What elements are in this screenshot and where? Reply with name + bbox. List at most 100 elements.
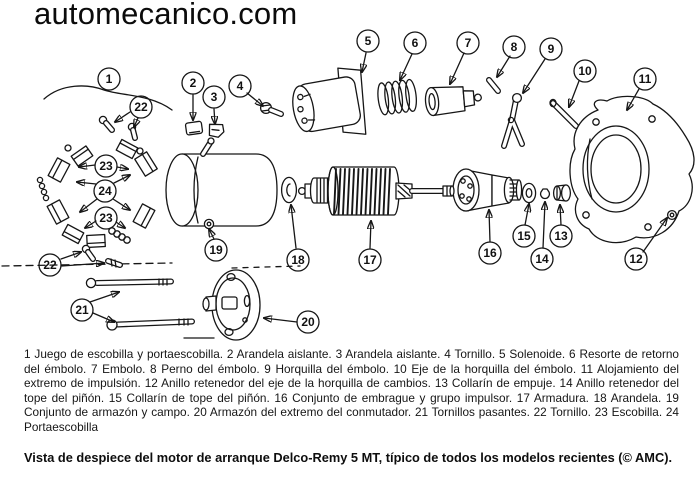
leader-arrow-26	[370, 221, 371, 249]
callout-14-22: 14	[530, 247, 554, 271]
leader-arrow-31	[642, 218, 667, 253]
solenoid-drawing	[292, 67, 367, 135]
callout-10-10: 10	[573, 59, 597, 83]
washer-18-drawing	[280, 176, 298, 204]
leader-arrow-28	[525, 204, 529, 226]
leader-arrow-30	[560, 205, 561, 226]
callout-12-24: 12	[624, 247, 648, 271]
site-title: automecanico.com	[34, 0, 298, 31]
retainer-14-drawing	[539, 188, 551, 200]
svg-text:15: 15	[517, 229, 531, 243]
callout-13-23: 13	[549, 224, 573, 248]
callout-15-21: 15	[512, 224, 536, 248]
leader-arrow-20	[60, 252, 81, 260]
leader-arrow-23	[92, 312, 114, 322]
brush-group-brace	[43, 85, 173, 111]
callout-18-18: 18	[286, 248, 310, 272]
svg-text:16: 16	[483, 246, 497, 260]
svg-text:9: 9	[548, 42, 555, 56]
leader-arrow-15	[113, 175, 130, 184]
callout-9-9: 9	[539, 37, 563, 61]
leader-arrow-27	[489, 210, 490, 243]
leader-arrow-13	[116, 167, 128, 169]
drive-end-housing-drawing	[569, 95, 695, 244]
svg-text:3: 3	[211, 90, 218, 104]
callout-21-16: 21	[70, 298, 94, 322]
plunger-drawing	[424, 86, 482, 117]
leader-arrow-29	[543, 202, 545, 249]
callout-20-25: 20	[296, 310, 320, 334]
svg-text:17: 17	[363, 253, 377, 267]
callout-16-20: 16	[478, 241, 502, 265]
callout-1-0: 1	[97, 67, 121, 91]
leader-arrow-4	[246, 92, 263, 106]
svg-text:7: 7	[465, 36, 472, 50]
svg-text:23: 23	[99, 159, 113, 173]
exploded-view-diagram: 1222345678910112324232221191817161514131…	[1, 29, 695, 341]
callout-4-4: 4	[228, 74, 252, 98]
leader-arrow-22	[89, 292, 119, 303]
svg-text:24: 24	[98, 184, 112, 198]
callout-8-8: 8	[502, 35, 526, 59]
leader-arrow-1	[134, 117, 138, 127]
armature-drawing	[297, 166, 455, 216]
svg-text:14: 14	[535, 252, 549, 266]
leader-arrow-7	[450, 52, 465, 84]
leader-arrow-10	[569, 80, 580, 107]
diagram-caption: Vista de despiece del motor de arranque …	[24, 450, 673, 465]
leader-arrow-5	[362, 52, 366, 72]
leader-arrow-24	[209, 229, 214, 240]
insulator-washer-2-drawing	[184, 120, 204, 136]
svg-text:21: 21	[75, 303, 89, 317]
svg-text:5: 5	[365, 34, 372, 48]
callout-11-11: 11	[633, 67, 657, 91]
callout-17-19: 17	[358, 248, 382, 272]
leader-arrow-6	[400, 53, 413, 80]
callout-24-13: 24	[93, 179, 117, 203]
svg-text:19: 19	[209, 243, 223, 257]
leader-arrow-21	[61, 263, 104, 266]
leader-arrow-9	[523, 58, 546, 93]
brush-assembly-drawing	[36, 138, 158, 249]
field-frame-drawing	[165, 137, 278, 230]
callout-5-5: 5	[356, 29, 380, 53]
leader-arrow-0	[115, 111, 131, 122]
svg-text:4: 4	[237, 79, 244, 93]
leader-arrow-8	[497, 55, 511, 77]
leader-arrow-3	[214, 108, 215, 124]
screw-4-drawing	[259, 101, 284, 117]
through-bolts-drawing	[85, 277, 195, 331]
parts-list: 1 Juego de escobilla y portaescobilla. 2…	[24, 347, 679, 434]
svg-text:6: 6	[412, 36, 419, 50]
fork-shaft-drawing	[549, 98, 579, 129]
svg-text:23: 23	[99, 211, 113, 225]
screws-22-bottom-drawing	[81, 244, 123, 268]
insulator-washer-3-drawing	[208, 123, 225, 138]
leader-arrow-25	[291, 205, 297, 249]
svg-text:8: 8	[511, 40, 518, 54]
return-spring-drawing	[377, 78, 418, 116]
leader-arrow-19	[115, 222, 125, 228]
svg-text:10: 10	[578, 64, 592, 78]
leader-arrow-17	[112, 198, 130, 210]
callout-3-3: 3	[202, 85, 226, 109]
nut-12-drawing	[666, 209, 678, 221]
leader-arrow-11	[627, 88, 640, 110]
thrust-collar-13-drawing	[552, 184, 572, 202]
clutch-assembly-drawing	[452, 168, 523, 212]
svg-text:18: 18	[291, 253, 305, 267]
callout-23-12: 23	[94, 154, 118, 178]
pinion-collar-15-drawing	[521, 182, 537, 204]
callout-19-17: 19	[204, 238, 228, 262]
svg-text:13: 13	[554, 229, 568, 243]
callout-22-15: 22	[38, 253, 62, 277]
svg-text:11: 11	[639, 72, 652, 86]
svg-text:12: 12	[629, 252, 643, 266]
callout-7-7: 7	[456, 31, 480, 55]
leader-arrow-12	[79, 165, 96, 167]
plunger-pin-drawing	[486, 77, 501, 94]
commutator-end-frame-drawing	[202, 269, 261, 341]
leader-arrow-32	[264, 318, 298, 323]
leader-arrow-18	[85, 220, 97, 228]
